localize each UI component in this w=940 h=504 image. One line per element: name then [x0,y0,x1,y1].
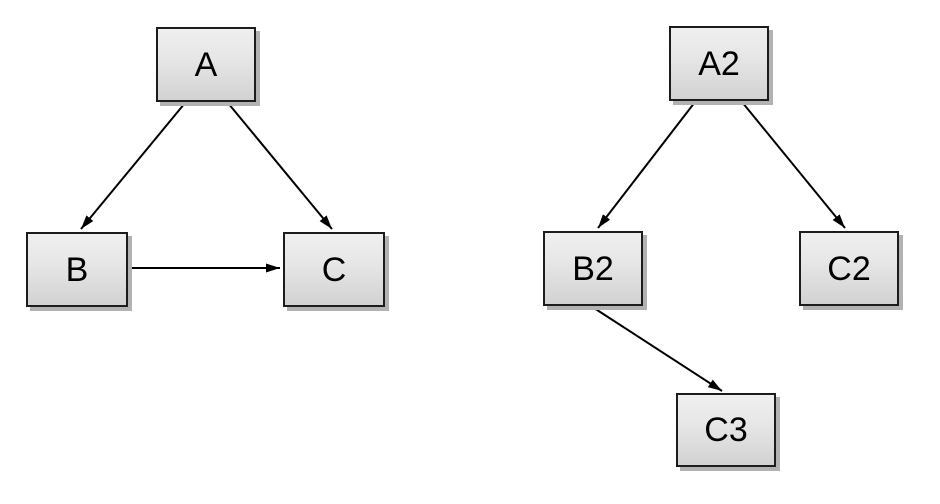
node-C[interactable]: C [283,232,385,307]
edge-A-B[interactable] [80,102,186,230]
node-C3[interactable]: C3 [676,393,776,467]
node-label: C3 [704,411,748,449]
node-label: A2 [698,44,740,83]
node-B2[interactable]: B2 [543,231,643,306]
edge-line[interactable] [597,101,696,229]
edge-line[interactable] [80,102,186,230]
edge-A-C[interactable] [227,102,333,230]
node-label: C [321,250,347,289]
node-label: B [65,250,89,289]
node-C2[interactable]: C2 [799,231,899,306]
edge-A2-C2[interactable] [741,101,846,229]
node-label: B2 [572,249,614,288]
node-A2[interactable]: A2 [669,26,769,101]
node-label: C2 [827,249,871,288]
node-B[interactable]: B [26,232,128,307]
edge-line[interactable] [593,307,723,392]
node-A[interactable]: A [156,27,256,102]
edge-line[interactable] [227,102,333,230]
edge-A2-B2[interactable] [597,101,696,229]
node-label: A [194,45,218,84]
edge-line[interactable] [741,101,846,229]
edge-B2-C3[interactable] [593,307,723,392]
